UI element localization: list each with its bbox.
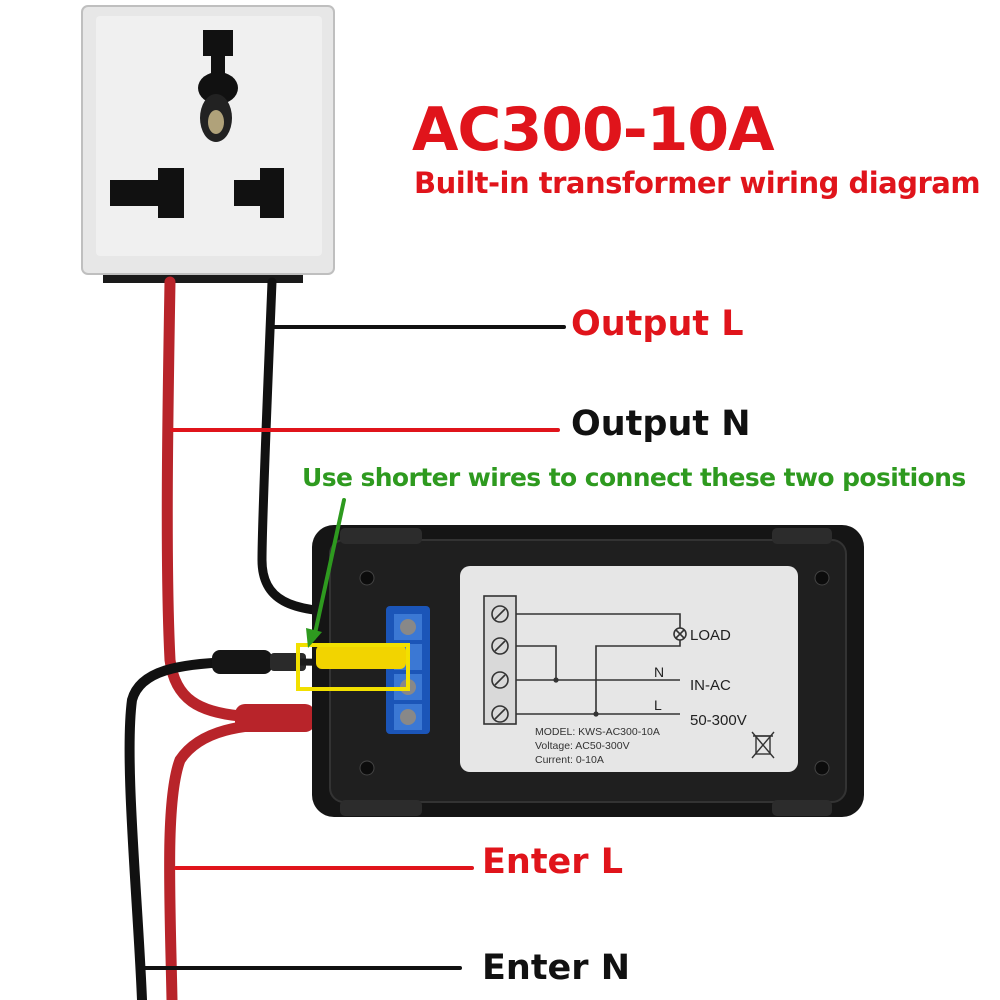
weee-bin-icon bbox=[751, 731, 775, 759]
enter-n-wire bbox=[124, 657, 235, 1000]
diagram-title: AC300-10A bbox=[412, 95, 775, 165]
diagram-subtitle: Built-in transformer wiring diagram bbox=[414, 166, 981, 200]
leader-lines bbox=[140, 325, 566, 970]
output-red-wire bbox=[161, 276, 246, 722]
n-label: N bbox=[654, 664, 664, 680]
enter-n-label: Enter N bbox=[482, 948, 631, 988]
voltage-spec-text: Voltage: AC50-300V bbox=[535, 740, 630, 752]
label-sticker bbox=[460, 566, 798, 772]
note-arrow bbox=[312, 498, 346, 640]
screw-hole bbox=[359, 570, 375, 586]
screw-hole bbox=[814, 760, 830, 776]
highlight-box bbox=[296, 643, 410, 691]
output-black-wire bbox=[257, 277, 423, 617]
output-n-label: Output N bbox=[571, 404, 751, 444]
screw-hole bbox=[814, 570, 830, 586]
voltage-range-label: 50-300V bbox=[690, 712, 747, 729]
screw-hole bbox=[359, 760, 375, 776]
l-label: L bbox=[654, 697, 662, 713]
socket-left-slot bbox=[110, 168, 184, 218]
power-socket bbox=[81, 5, 335, 283]
socket-wires bbox=[161, 276, 423, 722]
socket-right-slot bbox=[234, 168, 284, 218]
meter-module: LOAD N IN-AC L 50-300V MODEL: KWS-AC300-… bbox=[312, 525, 864, 817]
socket-earth-slot bbox=[203, 30, 233, 86]
schematic bbox=[483, 595, 687, 725]
output-l-label: Output L bbox=[571, 304, 744, 344]
current-spec-text: Current: 0-10A bbox=[535, 754, 604, 766]
in-ac-label: IN-AC bbox=[690, 677, 731, 694]
note-arrow-head bbox=[306, 628, 322, 648]
load-label: LOAD bbox=[690, 627, 731, 644]
model-text: MODEL: KWS-AC300-10A bbox=[535, 726, 660, 738]
enter-l-label: Enter L bbox=[482, 842, 624, 882]
enter-l-wire bbox=[164, 716, 306, 1000]
wiring-note: Use shorter wires to connect these two p… bbox=[302, 463, 966, 492]
